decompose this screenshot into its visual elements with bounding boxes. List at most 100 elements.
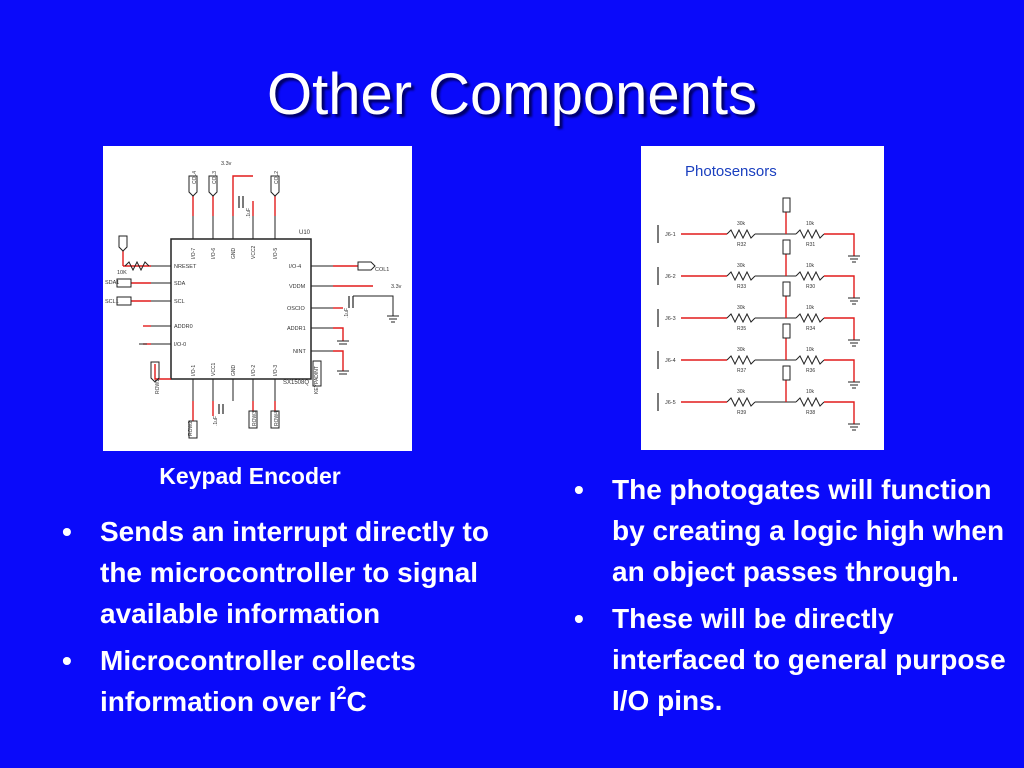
pin-label-left-3: SCL [174,299,185,305]
resistor-right-name: R31 [806,242,815,248]
pin-label-top-2: I/O-6 [211,248,217,259]
bullet-dot: • [574,603,584,634]
gate-flag [782,365,791,381]
ground-wire [824,317,855,340]
supply-label-right: 3.3v [391,284,402,290]
i2c-superscript: 2 [336,682,347,703]
pin-label-right-5: NINT [293,349,306,355]
supply-label-top: 3.3v [221,161,232,167]
resistor-left-name: R33 [737,284,746,290]
resistor-left-name: R37 [737,368,746,374]
part-number-label: SX1508Q [283,380,309,386]
connector-label: J6-3 [665,316,676,322]
pin-label-right-4: ADDR1 [287,326,306,332]
resistor-left-value: 30k [737,305,746,311]
right-bullet-2-text: These will be directly interfaced to gen… [612,603,1006,716]
net-label-col1: COL1 [375,267,389,273]
bullet-dot: • [62,645,72,676]
ground-wire [824,401,855,424]
net-label-col2: COL2 [274,171,280,184]
gate-flag [782,197,791,213]
pin-label-top-4: VCC2 [251,245,257,259]
resistor-right [795,228,825,240]
keypad-encoder-schematic: U10 SX1508Q NRESET SDA SCL ADDR0 I/O-0 I… [103,146,412,451]
net-label-col4: COL4 [192,171,198,184]
left-bullet-2: • Microcontroller collects information o… [62,640,522,722]
net-label-row1: ROW1 [155,379,161,394]
pin-label-bottom-5: I/O-3 [273,365,279,376]
left-bullet-list: • Sends an interrupt directly to the mic… [62,511,522,728]
resistor-right [795,270,825,282]
resistor-left-name: R39 [737,410,746,416]
connector-label: J6-5 [665,400,676,406]
left-bullet-2-text-main: Microcontroller collects information ove… [100,645,416,717]
resistor-left-value: 30k [737,389,746,395]
net-label-sda1: SDA1 [105,280,119,286]
pin-label-left-1: NRESET [174,264,197,270]
left-bullet-1-text: Sends an interrupt directly to the micro… [100,516,489,629]
ground-wire [824,359,855,382]
resistor-right [795,354,825,366]
right-bullet-1: • The photogates will function by creati… [574,469,1014,592]
left-bullet-2-text: Microcontroller collects information ove… [100,645,416,717]
resistor-left-value: 30k [737,263,746,269]
resistor-left [726,270,756,282]
net-label-row4: ROW4 [274,411,280,426]
net-label-col3: COL3 [212,171,218,184]
resistor-left [726,354,756,366]
gate-flag [782,281,791,297]
resistor-left [726,312,756,324]
resistor-right-value: 10k [806,305,815,311]
resistor-right-value: 10k [806,263,815,269]
resistor-right-value: 10k [806,221,815,227]
pin-label-left-4: ADDR0 [174,324,193,330]
resistor-left-value: 30k [737,221,746,227]
right-bullet-2: • These will be directly interfaced to g… [574,598,1014,721]
left-bullet-2-text-tail: C [346,686,367,717]
resistor-label: 10K [117,270,127,276]
pin-label-left-5: I/O-0 [174,342,186,348]
pin-label-bottom-2: VCC1 [211,362,217,376]
resistor-right-value: 10k [806,389,815,395]
resistor-right-name: R34 [806,326,815,332]
pin-label-right-2: VDDM [289,284,306,290]
pin-label-top-3: GND [231,248,237,260]
cap-label-top: .1uF [246,208,252,218]
resistor-left-name: R35 [737,326,746,332]
keypad-caption: Keypad Encoder [159,463,341,489]
net-label-row2: ROW2 [188,421,194,436]
resistor-left [726,396,756,408]
resistor-right [795,312,825,324]
cap-label-right: .1uF [344,308,350,318]
connector-label: J6-4 [665,358,676,364]
ground-wire [824,275,855,298]
resistor-right-value: 10k [806,347,815,353]
pin-label-bottom-3: GND [231,365,237,377]
bullet-dot: • [62,516,72,547]
pin-label-bottom-1: I/O-1 [191,365,197,376]
pin-label-top-1: I/O-7 [191,248,197,259]
gate-flag [782,323,791,339]
right-bullet-list: • The photogates will function by creati… [574,469,1014,727]
pin-label-right-1: I/O-4 [289,264,301,270]
pin-label-top-5: I/O-5 [273,248,279,259]
resistor-left-value: 30k [737,347,746,353]
resistor-right [795,396,825,408]
resistor-right-name: R38 [806,410,815,416]
resistor-left-name: R32 [737,242,746,248]
connector-label: J6-1 [665,232,676,238]
pin-label-right-3: OSCIO [287,306,305,312]
resistor-left [726,228,756,240]
connector-label: J6-2 [665,274,676,280]
chip-body [170,238,312,380]
gate-flag [782,239,791,255]
resistor-right-name: R36 [806,368,815,374]
right-bullet-1-text: The photogates will function by creating… [612,474,1005,587]
net-label-keypadint: KEYPADINT [314,366,320,394]
left-bullet-1: • Sends an interrupt directly to the mic… [62,511,522,634]
pin-label-left-2: SDA [174,281,186,287]
net-label-scl1: SCL1 [105,299,119,305]
slide-title: Other Components [266,62,758,127]
photosensors-heading: Photosensors [685,163,777,180]
